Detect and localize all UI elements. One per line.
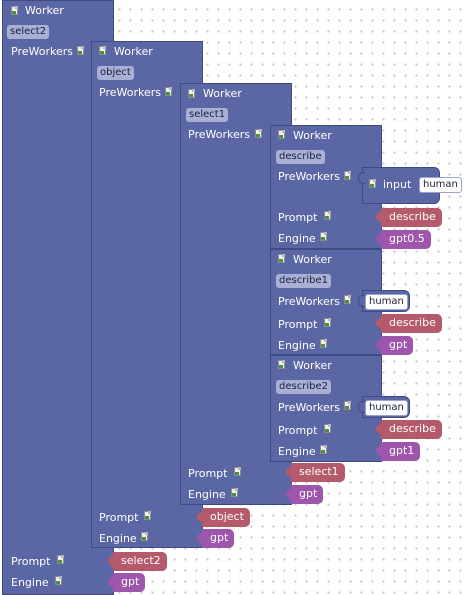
prompt-value: select2	[121, 554, 161, 567]
image-icon	[141, 532, 149, 542]
image-icon	[278, 130, 286, 140]
prompt-block[interactable]: describe	[376, 314, 442, 333]
engine-block[interactable]: gpt	[375, 336, 414, 355]
preworker-input-block[interactable]: human	[358, 290, 410, 312]
image-icon	[324, 318, 332, 328]
prompt-block[interactable]: select2	[108, 552, 167, 571]
worker-title: Worker	[293, 129, 332, 142]
worker-title: Worker	[293, 253, 332, 266]
engine-value: gpt1	[389, 444, 415, 457]
prompt-value: describe	[389, 210, 436, 223]
prompt-value: describe	[389, 422, 436, 435]
prompt-value: object	[210, 510, 244, 523]
worker-name-field[interactable]: describe1	[276, 274, 331, 288]
image-icon	[99, 46, 107, 56]
prompt-label: Prompt	[278, 211, 318, 224]
prompt-label: Prompt	[99, 511, 139, 524]
image-icon	[320, 232, 328, 242]
engine-label: Engine	[278, 232, 316, 245]
preworker-value-field[interactable]: human	[365, 294, 408, 310]
worker-block-describe[interactable]: Worker describe PreWorkers Prompt Engine	[270, 125, 382, 249]
image-icon	[255, 129, 263, 139]
image-icon	[231, 488, 239, 498]
prompt-block[interactable]: describe	[376, 420, 442, 439]
prompt-label: Prompt	[278, 424, 318, 437]
engine-label: Engine	[11, 576, 49, 589]
prompt-value: select1	[299, 465, 339, 478]
worker-block-describe2[interactable]: Worker describe2 PreWorkers Prompt Engin…	[270, 355, 382, 462]
image-icon	[320, 445, 328, 455]
engine-label: Engine	[278, 339, 316, 352]
prompt-block[interactable]: object	[197, 508, 250, 527]
preworkers-label: PreWorkers	[278, 295, 340, 308]
image-icon	[234, 467, 242, 477]
prompt-label: Prompt	[11, 555, 51, 568]
worker-name-field[interactable]: select2	[7, 25, 50, 39]
image-icon	[278, 360, 286, 370]
input-value-field[interactable]: human	[419, 177, 462, 193]
worker-name-field[interactable]: select1	[186, 108, 229, 122]
image-icon	[77, 46, 85, 56]
engine-block[interactable]: gpt0.5	[376, 230, 431, 249]
preworker-input-block[interactable]: human	[358, 396, 410, 418]
image-icon	[11, 6, 19, 16]
preworkers-label: PreWorkers	[188, 128, 250, 141]
input-block[interactable]: input human	[358, 167, 462, 204]
preworkers-label: PreWorkers	[278, 401, 340, 414]
worker-name-field[interactable]: describe2	[276, 380, 331, 394]
worker-name-field[interactable]: describe	[276, 150, 325, 164]
input-label: input	[383, 178, 412, 191]
image-icon	[188, 89, 196, 99]
engine-value: gpt	[210, 531, 229, 544]
preworkers-label: PreWorkers	[11, 45, 73, 58]
image-icon	[144, 511, 152, 521]
prompt-label: Prompt	[278, 318, 318, 331]
preworker-value-field[interactable]: human	[365, 400, 408, 416]
prompt-block[interactable]: select1	[286, 463, 345, 482]
engine-block[interactable]: gpt	[107, 573, 146, 592]
image-icon	[344, 401, 352, 411]
prompt-label: Prompt	[188, 467, 228, 480]
engine-label: Engine	[99, 532, 137, 545]
image-icon	[55, 576, 63, 586]
engine-block[interactable]: gpt	[285, 485, 324, 504]
engine-block[interactable]: gpt	[196, 529, 235, 548]
preworkers-label: PreWorkers	[278, 170, 340, 183]
worker-name-field[interactable]: object	[97, 66, 134, 80]
image-icon	[165, 87, 173, 97]
engine-value: gpt	[121, 575, 140, 588]
worker-title: Worker	[114, 45, 153, 58]
image-icon	[57, 555, 65, 565]
engine-value: gpt	[299, 487, 318, 500]
image-icon	[344, 171, 352, 181]
image-icon	[369, 179, 377, 189]
worker-title: Worker	[25, 4, 64, 17]
engine-value: gpt0.5	[389, 232, 425, 245]
image-icon	[324, 211, 332, 221]
image-icon	[324, 424, 332, 434]
preworkers-label: PreWorkers	[99, 86, 161, 99]
image-icon	[320, 339, 328, 349]
worker-title: Worker	[203, 87, 242, 100]
engine-label: Engine	[278, 445, 316, 458]
image-icon	[278, 254, 286, 264]
prompt-block[interactable]: describe	[376, 208, 442, 227]
prompt-value: describe	[389, 316, 436, 329]
image-icon	[344, 295, 352, 305]
worker-title: Worker	[293, 359, 332, 372]
engine-block[interactable]: gpt1	[375, 442, 421, 461]
engine-value: gpt	[389, 338, 408, 351]
engine-label: Engine	[188, 488, 226, 501]
